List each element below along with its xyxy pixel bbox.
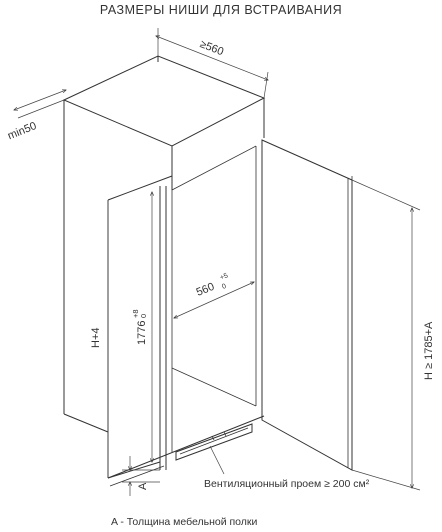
inner-width-dimension: 560 +5 0	[174, 272, 254, 318]
ventilation-leader	[209, 445, 225, 475]
appliance-height-tol: +8	[131, 309, 140, 318]
ventilation-grille	[175, 423, 253, 461]
min-depth-label: min50	[6, 120, 38, 142]
cabinet-height-dimension: H ≥ 1785+A	[351, 179, 435, 491]
svg-text:1776: 1776	[136, 321, 148, 345]
appliance-height-value: 1776	[136, 321, 148, 345]
diagram-title: РАЗМЕРЫ НИШИ ДЛЯ ВСТРАИВАНИЯ	[99, 3, 343, 17]
cabinet-height-label: H ≥ 1785+A	[423, 321, 435, 380]
niche-height-label: H+4	[90, 328, 102, 349]
ventilation-annotation: Вентиляционный проем ≥ 200 см²	[204, 478, 370, 490]
open-door	[261, 139, 353, 471]
niche-height-dimension: H+4	[90, 200, 109, 478]
top-width-dimension: ≥560	[156, 28, 268, 99]
shelf-legend: A - Толщина мебельной полки	[111, 516, 258, 528]
appliance-height-tol-low: 0	[139, 314, 148, 318]
shelf-base	[107, 461, 165, 487]
inner-width-tol: +5	[219, 272, 229, 282]
min-depth-dimension: min50	[6, 90, 66, 142]
niche-opening	[171, 145, 257, 452]
inner-width-tol-low: 0	[221, 283, 227, 291]
appliance-height-dimension: 1776 +8 0	[131, 192, 152, 462]
niche-top-box	[62, 55, 266, 190]
niche-walls	[63, 100, 265, 479]
inner-width-value: 560	[195, 281, 217, 299]
shelf-a-label: A	[137, 482, 149, 490]
top-width-label: ≥560	[198, 38, 225, 58]
shelf-thickness-dimension: A	[122, 456, 160, 496]
